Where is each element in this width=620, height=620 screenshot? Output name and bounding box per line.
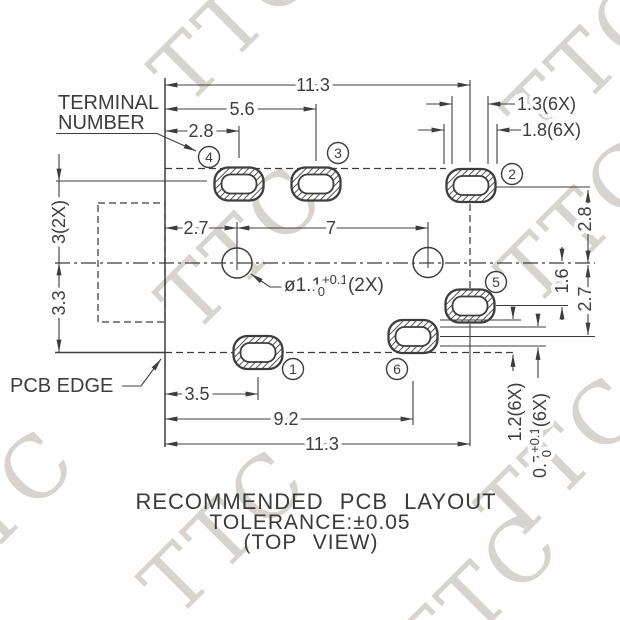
dim-label: 2.7 bbox=[183, 218, 208, 238]
dim-label: 5.6 bbox=[229, 99, 254, 119]
terminal-number: 2 bbox=[508, 166, 516, 182]
terminal-number-callout: TERMINAL NUMBER bbox=[56, 92, 197, 152]
dim-label: 3.3 bbox=[49, 290, 69, 315]
dim-hole-offset: 2.7 bbox=[164, 214, 238, 242]
dim-right-lower: 2.7 bbox=[571, 264, 599, 336]
terminal-number: 3 bbox=[334, 145, 342, 161]
dim-bottom-mid: 9.2 bbox=[164, 405, 414, 433]
title-block: RECOMMENDED PCB LAYOUT TOLERANCE:±0.05 (… bbox=[135, 489, 496, 554]
watermark-text: TTC bbox=[0, 409, 96, 615]
badge-terminal-3: 3 bbox=[326, 141, 350, 165]
dim-label: 2.8 bbox=[575, 206, 595, 231]
dim-top-row-pitch: 5.6 bbox=[164, 95, 317, 123]
dim-pad-outer-width: 1.8(6X) bbox=[418, 116, 585, 144]
terminal-number: 6 bbox=[393, 361, 401, 377]
badge-terminal-4: 4 bbox=[197, 145, 221, 169]
pad-terminal-5 bbox=[444, 288, 496, 324]
terminal-number: 5 bbox=[492, 274, 500, 290]
locating-holes bbox=[55, 222, 595, 279]
dim-label: 1.6 bbox=[552, 268, 572, 293]
badge-terminal-2: 2 bbox=[500, 162, 524, 186]
dim-label: 1.3(6X) bbox=[517, 94, 576, 114]
dim-right-mid: 1.6 bbox=[548, 247, 576, 320]
dim-label: 3.5 bbox=[184, 384, 209, 404]
dim-left-upper: 3(2X) bbox=[45, 154, 73, 263]
title-line2: TOLERANCE:±0.05 bbox=[209, 511, 410, 534]
pad-terminal-4 bbox=[213, 166, 265, 202]
dim-top-overall: 11.3 bbox=[164, 71, 471, 99]
terminal-badges: 4 3 2 5 6 1 bbox=[197, 141, 524, 381]
dim-label: 11.3 bbox=[305, 434, 339, 454]
badge-terminal-6: 6 bbox=[385, 357, 409, 381]
dim-pad-inner-height: 0.7+0.10(6X) bbox=[523, 313, 558, 482]
terminal-number-label-line2: NUMBER bbox=[58, 112, 145, 134]
dim-label: 1.8(6X) bbox=[522, 120, 581, 140]
title-line3: (TOP VIEW) bbox=[244, 531, 379, 554]
terminal-number-label-line1: TERMINAL bbox=[58, 92, 159, 114]
badge-terminal-1: 1 bbox=[281, 357, 305, 381]
pad-terminal-2 bbox=[445, 167, 497, 204]
dim-top-first: 2.8 bbox=[164, 117, 240, 145]
pcb-edge-label: PCB EDGE bbox=[10, 375, 113, 397]
dim-label: 11.3 bbox=[296, 75, 330, 95]
terminal-number: 4 bbox=[205, 149, 213, 165]
dim-bottom-first: 3.5 bbox=[164, 380, 259, 408]
dim-hole-pitch: 7 bbox=[236, 214, 429, 242]
dim-label: 1.2(6X) bbox=[505, 382, 525, 441]
pcb-edge-callout: PCB EDGE bbox=[10, 358, 162, 397]
dim-label: 7 bbox=[326, 218, 336, 238]
terminal-number: 1 bbox=[289, 361, 297, 377]
dim-bottom-overall: 11.3 bbox=[164, 430, 471, 458]
dim-right-upper: 2.8 bbox=[571, 189, 599, 264]
pad-terminal-1 bbox=[232, 334, 284, 371]
dim-label: 9.2 bbox=[273, 409, 298, 429]
dim-pad-outer-height: 1.2(6X) bbox=[501, 306, 529, 446]
dim-label: 2.7 bbox=[575, 286, 595, 311]
dim-pad-inner-width: 1.3(6X) bbox=[426, 90, 580, 118]
badge-terminal-5: 5 bbox=[484, 270, 508, 294]
dimensions: 11.3 5.6 2.8 2.7 7 3(2X) 3.3 2.8 bbox=[45, 71, 599, 482]
extension-lines bbox=[238, 80, 595, 425]
dim-label: 3(2X) bbox=[49, 200, 69, 244]
dim-left-lower: 3.3 bbox=[45, 262, 73, 353]
title-line1: RECOMMENDED PCB LAYOUT bbox=[135, 489, 496, 514]
pad-terminal-6 bbox=[387, 318, 439, 355]
dim-label: 2.8 bbox=[188, 121, 213, 141]
pad-terminal-3 bbox=[290, 166, 342, 202]
